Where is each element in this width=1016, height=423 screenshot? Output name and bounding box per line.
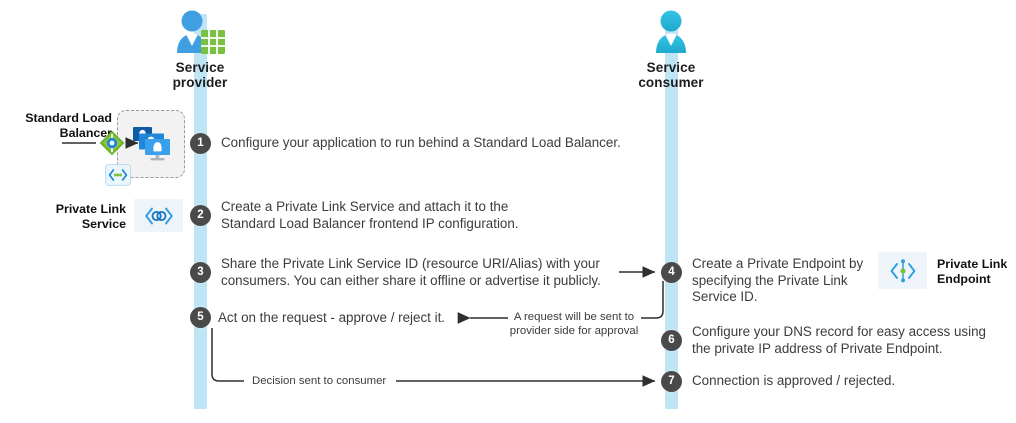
label-private-link-endpoint: Private Link Endpoint: [937, 257, 1016, 286]
private-link-endpoint-icon-tile: [878, 252, 927, 289]
step-text-6: Configure your DNS record for easy acces…: [692, 324, 986, 356]
decision-connector: [211, 328, 244, 382]
step-circle-4: 4: [661, 262, 682, 283]
label-ple-line1: Private Link: [937, 257, 1008, 271]
step-number-2: 2: [197, 208, 204, 221]
step-text-3: Share the Private Link Service ID (resou…: [221, 256, 601, 288]
private-link-service-icon-tile: [134, 199, 183, 232]
actor-consumer-line2: consumer: [638, 75, 704, 90]
step-circle-3: 3: [190, 262, 211, 283]
connector-label-decision: Decision sent to consumer: [252, 375, 387, 387]
step-circle-5: 5: [190, 307, 211, 328]
label-private-link-service: Private Link Service: [36, 202, 126, 231]
actor-provider-line1: Service: [175, 60, 225, 75]
label-standard-load-balancer: Standard Load Balancer: [8, 111, 112, 140]
label-slb-line2: Balancer: [59, 125, 112, 140]
step-number-1: 1: [197, 136, 204, 149]
connector-label-request-approval: A request will be sent to provider side …: [509, 311, 639, 337]
label-pls-line1: Private Link: [55, 202, 126, 216]
private-link-endpoint-icon: [886, 258, 920, 284]
step-circle-2: 2: [190, 205, 211, 226]
private-link-service-icon: [142, 205, 176, 227]
actor-consumer-line1: Service: [646, 60, 696, 75]
actor-provider-caption: Service provider: [152, 60, 248, 90]
load-balancer-diamond-icon: [98, 129, 126, 157]
step-circle-6: 6: [661, 330, 682, 351]
actor-service-provider: Service provider: [152, 8, 248, 90]
step-circle-1: 1: [190, 133, 211, 154]
actor-consumer-caption: Service consumer: [623, 60, 719, 90]
virtual-machines-icon: [130, 125, 174, 163]
step-text-2: Create a Private Link Service and attach…: [221, 199, 519, 231]
step-circle-7: 7: [661, 371, 682, 392]
step-number-7: 7: [668, 374, 675, 387]
step-text-7: Connection is approved / rejected.: [692, 373, 896, 388]
step-text-4: Create a Private Endpoint by specifying …: [692, 256, 864, 304]
step-number-6: 6: [668, 333, 675, 346]
service-consumer-person-icon: [623, 8, 719, 60]
label-pls-line2: Service: [81, 216, 126, 231]
actor-service-consumer: Service consumer: [623, 8, 719, 90]
step-text-1: Configure your application to run behind…: [221, 135, 621, 150]
consumer-lifeline: [665, 14, 678, 409]
actor-provider-line2: provider: [172, 75, 228, 90]
step-number-5: 5: [197, 310, 204, 323]
angle-brackets-badge-icon: [105, 164, 131, 186]
service-provider-person-icon: [152, 8, 248, 60]
step-number-3: 3: [197, 265, 204, 278]
label-slb-line1: Standard Load: [25, 111, 112, 125]
label-ple-line2: Endpoint: [937, 271, 991, 286]
step-number-4: 4: [668, 265, 675, 278]
request-approval-connector: [641, 281, 664, 319]
step-text-5: Act on the request - approve / reject it…: [218, 310, 446, 325]
